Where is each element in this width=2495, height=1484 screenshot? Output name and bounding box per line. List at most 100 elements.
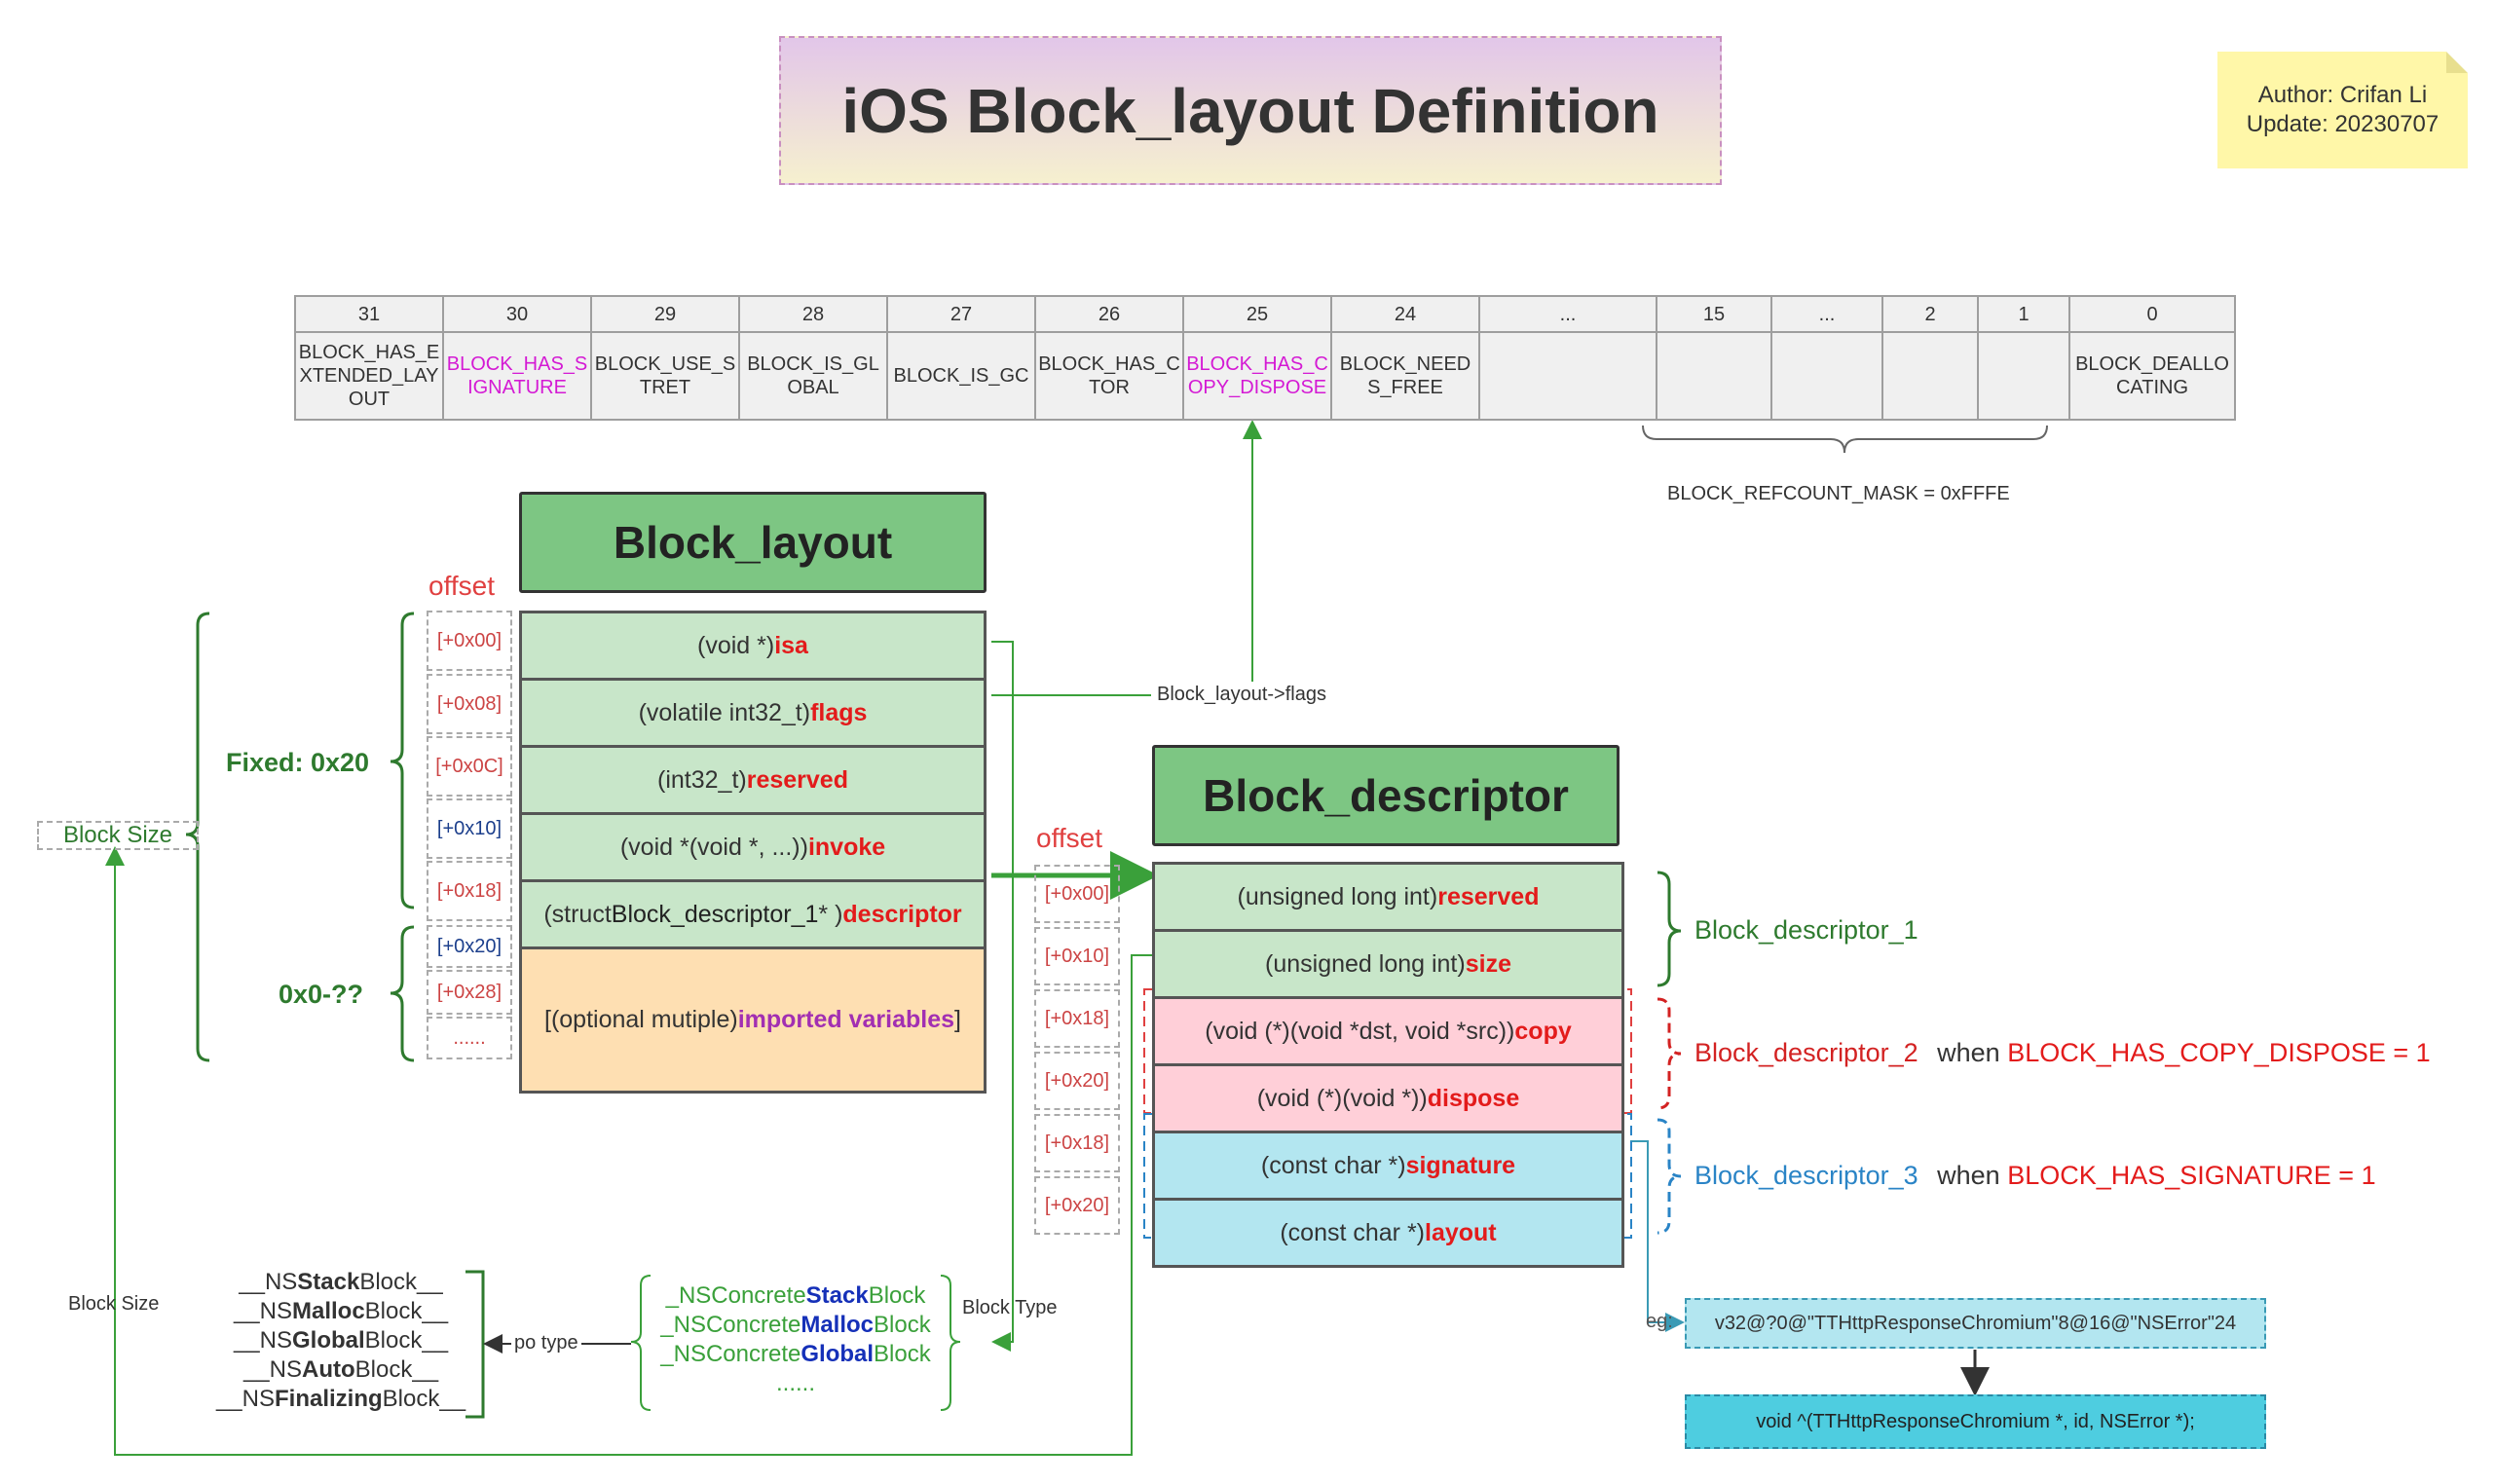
- row-field: descriptor: [842, 900, 962, 928]
- imported-post: ]: [954, 1006, 961, 1033]
- row-field: isa: [774, 631, 808, 659]
- desc3-when: when: [1937, 1161, 2008, 1190]
- variable-size-label: 0x0-??: [279, 980, 364, 1009]
- concrete-brace-left: [630, 1275, 652, 1411]
- descriptor-offset: [+0x20]: [1034, 1176, 1120, 1235]
- bit-cell: 27: [886, 295, 1036, 333]
- imported-vars: imported variables: [737, 1006, 955, 1033]
- desc2-label: Block_descriptor_2: [1694, 1038, 1918, 1067]
- layout-offset: [+0x08]: [427, 674, 512, 734]
- ns-class-item: __NSStackBlock__: [239, 1269, 443, 1295]
- bit-cell: ...: [1478, 295, 1657, 333]
- ns-class-item: __NSAutoBlock__: [242, 1356, 439, 1383]
- layout-row-reserved: (int32_t) reserved: [519, 745, 987, 815]
- layout-offset: [+0x20]: [427, 925, 512, 968]
- refcount-mask-label: BLOCK_REFCOUNT_MASK = 0xFFFE: [1667, 483, 2010, 504]
- row-field: flags: [810, 698, 868, 726]
- flag-name-cell: BLOCK_DEALLOCATING: [2068, 331, 2236, 421]
- desc-row-signature: (const char *) signature: [1152, 1131, 1624, 1201]
- bit-cell: 15: [1656, 295, 1772, 333]
- concrete-brace-right: [940, 1275, 961, 1411]
- bit-cell: 25: [1182, 295, 1332, 333]
- layout-row-descriptor: (struct Block_descriptor_1 * ) descripto…: [519, 879, 987, 949]
- signature-line: [1630, 1140, 1685, 1332]
- row-field: dispose: [1427, 1084, 1520, 1112]
- desc-row-dispose: (void (*)(void *)) dispose: [1152, 1063, 1624, 1133]
- ns-class-list: __NSStackBlock__ __NSMallocBlock__ __NSG…: [214, 1268, 467, 1414]
- block-descriptor-header: Block_descriptor: [1152, 745, 1620, 846]
- concrete-class-item: _NSConcreteGlobalBlock: [660, 1341, 931, 1367]
- flag-name-cell: BLOCK_USE_STRET: [590, 331, 740, 421]
- po-type-label: po type: [511, 1332, 581, 1354]
- row-type: (void *(void *, ...)): [619, 833, 808, 861]
- row-field: reserved: [1437, 882, 1540, 910]
- desc2-condition: BLOCK_HAS_COPY_DISPOSE = 1: [2007, 1038, 2431, 1067]
- desc2-brace: [1657, 997, 1682, 1110]
- fixed-brace: [390, 612, 415, 909]
- layout-row-imported: [(optional mutiple) imported variables]: [519, 946, 987, 1094]
- bit-cell: 1: [1977, 295, 2070, 333]
- desc-row-size: (unsigned long int) size: [1152, 929, 1624, 999]
- descriptor-offset: [+0x18]: [1034, 1114, 1120, 1172]
- ns-bracket: [465, 1270, 485, 1419]
- desc3-label: Block_descriptor_3: [1694, 1161, 1918, 1190]
- note-fold: [2446, 52, 2468, 73]
- layout-offset: [+0x18]: [427, 861, 512, 921]
- desc2-label-line: Block_descriptor_2 when BLOCK_HAS_COPY_D…: [1694, 1038, 2431, 1068]
- row-type: (void *): [697, 631, 775, 659]
- descriptor-offset: [+0x20]: [1034, 1052, 1120, 1110]
- flags-arrow-label: Block_layout->flags: [1153, 684, 1330, 706]
- row-type: (struct: [543, 900, 612, 928]
- row-field: size: [1465, 949, 1511, 978]
- flag-name-cell: [1478, 331, 1657, 421]
- layout-offset: [+0x10]: [427, 798, 512, 859]
- concrete-class-item: _NSConcreteStackBlock: [665, 1282, 926, 1309]
- row-type: (unsigned long int): [1265, 949, 1466, 978]
- block-layout-header: Block_layout: [519, 492, 987, 593]
- layout-row-isa: (void *) isa: [519, 611, 987, 681]
- ns-class-item: __NSGlobalBlock__: [233, 1327, 449, 1354]
- desc2-when: when: [1937, 1038, 2008, 1067]
- layout-row-invoke: (void *(void *, ...)) invoke: [519, 812, 987, 882]
- desc1-label: Block_descriptor_1: [1694, 915, 1918, 945]
- block-size-bottom-label: Block Size: [68, 1293, 160, 1315]
- descriptor-offset-header: offset: [1036, 823, 1102, 853]
- eg-label: eg:: [1646, 1311, 1673, 1332]
- row-field: signature: [1405, 1151, 1516, 1179]
- block-descriptor-title: Block_descriptor: [1203, 770, 1569, 821]
- imported-pre: [(optional mutiple): [544, 1006, 738, 1033]
- layout-offset-header: offset: [428, 571, 495, 601]
- flag-name-row: BLOCK_HAS_EXTENDED_LAYOUT BLOCK_HAS_SIGN…: [294, 331, 2236, 421]
- desc-row-copy: (void (*)(void *dst, void *src)) copy: [1152, 996, 1624, 1066]
- row-field: reserved: [746, 765, 848, 794]
- bit-cell: 0: [2068, 295, 2236, 333]
- layout-offset: ......: [427, 1017, 512, 1059]
- layout-offset: [+0x0C]: [427, 736, 512, 797]
- row-type: (void (*)(void *)): [1256, 1084, 1428, 1112]
- diagram-title: iOS Block_layout Definition: [779, 36, 1722, 185]
- row-field: copy: [1514, 1017, 1572, 1045]
- descriptor-offset: [+0x00]: [1034, 865, 1120, 923]
- descriptor-offset: [+0x18]: [1034, 989, 1120, 1048]
- flag-name-cell: [1656, 331, 1772, 421]
- block-size-box: Block Size: [37, 821, 199, 850]
- outer-brace: [185, 612, 210, 1062]
- flag-name-cell: BLOCK_NEEDS_FREE: [1330, 331, 1480, 421]
- bit-cell: 29: [590, 295, 740, 333]
- flag-name-cell: BLOCK_HAS_CTOR: [1034, 331, 1184, 421]
- variable-brace: [390, 925, 415, 1062]
- flag-name-cell: BLOCK_HAS_SIGNATURE: [442, 331, 592, 421]
- flag-name-cell: BLOCK_IS_GLOBAL: [738, 331, 888, 421]
- descriptor-offset: [+0x10]: [1034, 927, 1120, 985]
- bit-cell: 28: [738, 295, 888, 333]
- fixed-size-label: Fixed: 0x20: [226, 748, 370, 777]
- signature-decoded: void ^(TTHttpResponseChromium *, id, NSE…: [1756, 1410, 2195, 1432]
- row-type: (const char *): [1280, 1218, 1426, 1246]
- bit-cell: 24: [1330, 295, 1480, 333]
- signature-decoded-box: void ^(TTHttpResponseChromium *, id, NSE…: [1685, 1394, 2266, 1449]
- row-type: (int32_t): [657, 765, 747, 794]
- desc-row-layout: (const char *) layout: [1152, 1198, 1624, 1268]
- desc3-brace: [1657, 1118, 1682, 1235]
- signature-encoded: v32@?0@"TTHttpResponseChromium"8@16@"NSE…: [1714, 1312, 2237, 1334]
- row-type-struct: Block_descriptor_1: [611, 900, 819, 928]
